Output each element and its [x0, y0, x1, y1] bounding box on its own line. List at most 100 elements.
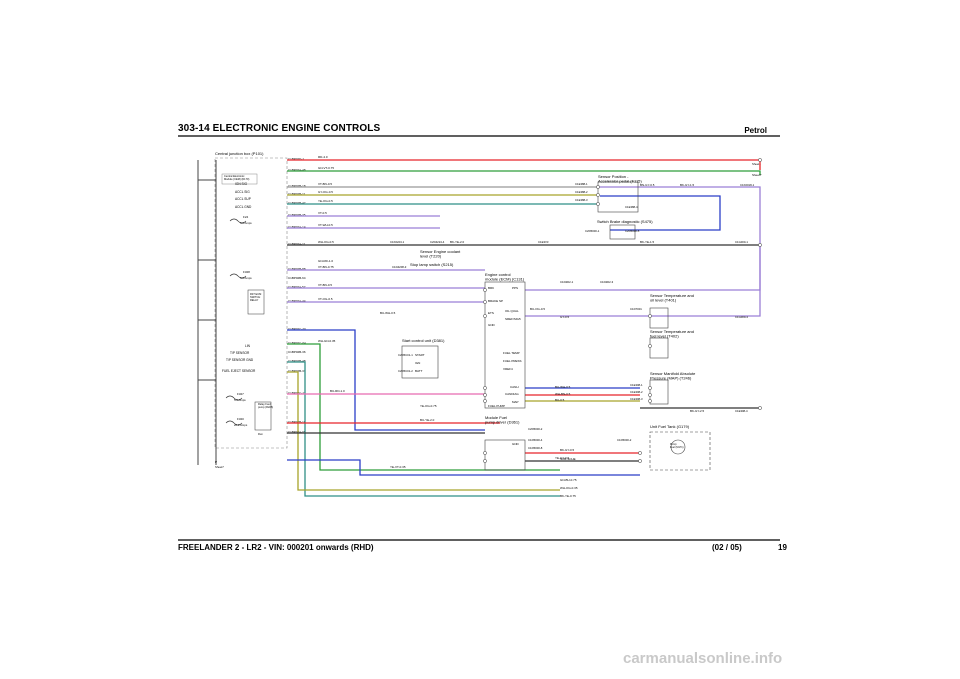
wire-blue-map	[287, 329, 485, 431]
scr-label: SCR-SCHE	[560, 457, 576, 461]
wire-label: BK-YE-1.5	[640, 240, 655, 244]
cjb-pin: C1BP02A-57	[288, 285, 306, 289]
relay-ecm-box	[247, 289, 265, 315]
cjb-pin: C1BP02B-11	[288, 192, 306, 196]
footer-date: (02 / 05)	[712, 543, 742, 552]
connector-label: C1D7001	[630, 307, 642, 311]
wire-label: VT-OG-0.5	[318, 297, 333, 301]
cjb-pin: C1BP02B-18	[288, 420, 306, 424]
connector-label: C1D4208-3	[392, 265, 407, 269]
sheet7-label: Sheet7	[752, 173, 762, 177]
brake-switch-label: Switch Brake diagnostic (S475)	[597, 219, 653, 224]
f327-rating: 5.0 Amps	[234, 398, 246, 402]
gnd-label: GND	[512, 442, 520, 446]
batt-label: BATT	[415, 369, 423, 373]
cjb-pin: C1BP02A-44	[288, 299, 306, 303]
wire-label: WH-BN-0.5	[555, 392, 571, 396]
cjb-pin: C1BP02B-88	[288, 267, 306, 271]
cjb-pin: C1BP02A-48	[288, 168, 306, 172]
sheet-bottom-label: Sheet7	[215, 465, 224, 469]
connector-label: C1K0223-1	[390, 240, 405, 244]
connector-label: C2D5C01-1	[398, 353, 413, 357]
wire-label: GY-0.5	[560, 315, 570, 319]
connector-label: C2D5000-1	[585, 229, 600, 233]
cjb-pin: C1BP02B-47	[288, 201, 306, 205]
wire-label: YE-GY-0.5	[555, 456, 570, 460]
f328-rating: 5.0 Amps	[240, 276, 252, 280]
cjb-pin: C1BP02B-33	[288, 369, 306, 373]
map-sensor-box	[649, 379, 669, 405]
ign-sig-label: IGN SIG	[235, 182, 248, 186]
cjb-box	[214, 157, 288, 449]
wire-label: YE-VT-0.35	[390, 465, 406, 469]
connector-label: C2D5000-2	[528, 427, 543, 431]
wire-label: GN-RD-1.0	[318, 259, 333, 263]
accl-sup-label: ACCL SUP	[235, 197, 251, 201]
cjb-pin: C1BP02B-64	[288, 276, 306, 280]
connector-label: C1E388-3	[575, 198, 588, 202]
cjb-title: Central junction box (P101)	[215, 151, 264, 156]
wire-green-down	[287, 343, 560, 471]
f328-label: F328	[243, 270, 250, 274]
tp-sensor-gnd-label: T/P SENSOR GND	[226, 358, 254, 362]
cjb-pin: C1BP02B-36	[288, 350, 306, 354]
connector-label: C1D5000-4	[528, 438, 543, 442]
wire-blue-mid	[600, 195, 721, 231]
wire-label: BU-WH-0.5	[380, 311, 396, 315]
connector-label: C1D5000-2	[617, 438, 632, 442]
connector-label: C1K0018-1	[740, 183, 755, 187]
ecm-pin: CANDIAG	[505, 392, 519, 396]
fuel-tank-label: Unit Fuel Tank (G179)	[650, 424, 690, 429]
cjb-pin: C1BP02D-1	[288, 157, 304, 161]
start-control-label: Start control unit (D381)	[402, 338, 445, 343]
wire-label: GY-OG-0.5	[318, 190, 333, 194]
ecm-pin: GND	[488, 323, 496, 327]
connector-label: C2D5C01-2	[398, 369, 413, 373]
wire-teal-down	[287, 361, 560, 497]
connector-label: C1E308-4	[735, 409, 748, 413]
ecm-pin: BRK	[488, 286, 494, 290]
ecm-pin: PPS	[512, 286, 518, 290]
wire-label: WH-OG-0.5	[318, 240, 334, 244]
wire-label: BU-YE-2.0	[420, 418, 435, 422]
brake-switch-box	[609, 224, 636, 240]
connector-label: C1D5000-8	[528, 446, 543, 450]
relay-run-label: Run	[258, 432, 263, 436]
accel-sensor-label: Sensor Position -Accelerator pedal (F115…	[598, 174, 642, 184]
cjb-pin: C1BP02A-11	[288, 242, 306, 246]
ecm-pin: CANH	[510, 385, 519, 389]
wire-label: VT-BN-0.5	[318, 182, 332, 186]
ign-label: IGN	[415, 361, 420, 365]
fuel-tank-box	[649, 431, 711, 471]
connector-label: C1D2D2-1	[560, 280, 574, 284]
connector-label: C1E388-1	[575, 182, 588, 186]
cjb-pin: C1BP02A-14	[288, 225, 306, 229]
fuel-sensor-box	[649, 337, 669, 359]
bottom-pin-label: P	[215, 460, 217, 464]
sheet-top-label: Sheet1	[752, 162, 761, 166]
ground-wire-label: BK-GY-2.5	[690, 409, 705, 413]
accl-gnd-label: ACCL GND	[235, 205, 252, 209]
footer-title: FREELANDER 2 - LR2 - VIN: 000201 onwards…	[178, 543, 374, 552]
wire-label: BK-YE-2.0	[450, 240, 465, 244]
cem-subbox	[221, 173, 258, 185]
connector-label: C1E308-3	[630, 397, 643, 401]
watermark: carmanualsonline.info	[623, 650, 783, 667]
cjb-pin: C1BP02B-48	[288, 359, 306, 363]
f24-rating: 5.0 Amps	[240, 221, 252, 225]
wire-label: GN-BU-0.75	[560, 478, 577, 482]
wire-label: BK-YE-0.75	[560, 494, 576, 498]
start-label: START	[415, 353, 425, 357]
fuel-pump-motor	[670, 439, 686, 455]
oil-sensor-box	[649, 307, 669, 329]
wire-olive-down	[287, 371, 560, 491]
wire-label: WH-OG-0.35	[560, 486, 578, 490]
